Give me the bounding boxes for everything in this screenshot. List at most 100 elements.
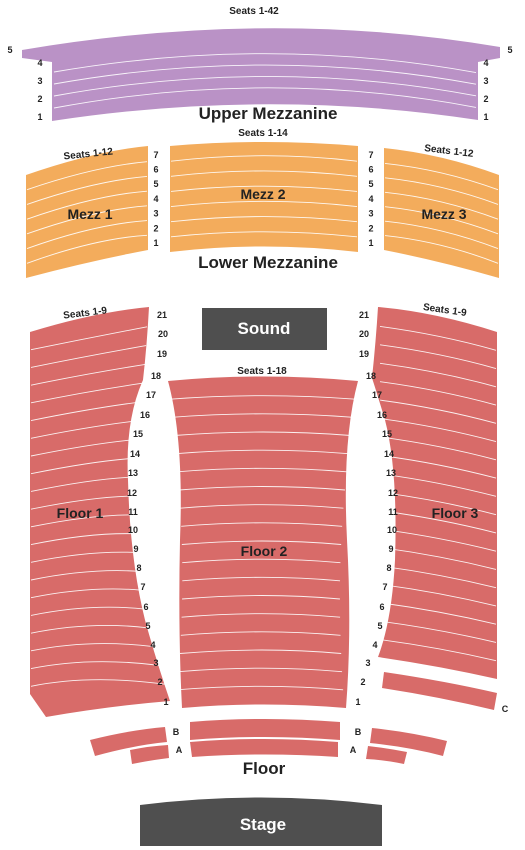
- floor-2-row-line: [179, 649, 342, 654]
- floor-row-label-left: 12: [127, 488, 137, 498]
- front-row-a-right[interactable]: [366, 746, 407, 764]
- upper-row-label-left: 1: [37, 112, 42, 122]
- section-floor-2[interactable]: [168, 376, 358, 709]
- floor-row-label-left: 15: [133, 429, 143, 439]
- labels-layer: Seats 1-42 Upper Mezzanine Seats 1-14 Se…: [7, 6, 512, 834]
- front-row-b-left[interactable]: [90, 727, 167, 756]
- upper-row-line: [53, 64, 477, 85]
- mezz-2-row-line: [170, 216, 358, 223]
- upper-row-label-left: 4: [37, 58, 42, 68]
- floor-1-row-line: [30, 420, 137, 439]
- mezz-1-label: Mezz 1: [67, 206, 112, 222]
- sections-layer: [22, 28, 500, 846]
- lower-row-label-left: 2: [153, 223, 158, 233]
- front-row-a-left[interactable]: [130, 745, 169, 764]
- upper-row-label-left: 3: [37, 76, 42, 86]
- stage-label: Stage: [240, 815, 286, 834]
- floor-3-row-line: [379, 344, 497, 369]
- floor-row-label-right: 5: [377, 621, 382, 631]
- lower-row-label-right: 5: [368, 179, 373, 189]
- mezz-3-label: Mezz 3: [421, 206, 466, 222]
- lower-row-label-right: 4: [368, 194, 373, 204]
- upper-row-label-right: 2: [483, 94, 488, 104]
- floor-row-label-right: 3: [365, 658, 370, 668]
- section-mezz-1[interactable]: [26, 146, 148, 278]
- floor-row-label-left: 3: [153, 658, 158, 668]
- front-row-b-right[interactable]: [370, 728, 447, 756]
- mezz-1-row-line: [26, 190, 148, 220]
- floor-2-row-line: [172, 413, 354, 418]
- floor-row-label-left: 5: [145, 621, 150, 631]
- row-c-label: C: [502, 704, 509, 714]
- floor-1-row-line: [30, 661, 160, 670]
- lower-row-label-right: 1: [368, 238, 373, 248]
- front-row-b-center[interactable]: [190, 719, 340, 740]
- upper-row-line: [53, 87, 477, 109]
- floor-row-label-left: 16: [140, 410, 150, 420]
- section-floor-1[interactable]: [30, 307, 170, 717]
- floor-2-row-line: [182, 558, 341, 564]
- section-mezz-2[interactable]: [170, 142, 358, 252]
- floor-3-row-line: [379, 583, 497, 607]
- sound-booth: [202, 308, 327, 350]
- upper-row-label-right: 4: [483, 58, 488, 68]
- floor-3-row-line: [379, 639, 497, 662]
- row-lines-layer: [26, 53, 499, 691]
- sound-label: Sound: [238, 319, 291, 338]
- lower-row-label-left: 1: [153, 238, 158, 248]
- lower-row-label-left: 6: [153, 165, 158, 175]
- floor-2-row-line: [177, 467, 347, 473]
- floor-2-row-line: [174, 431, 351, 436]
- floor-2-row-line: [181, 613, 341, 618]
- floor-row-label-left: 21: [157, 310, 167, 320]
- mezz-3-row-line: [384, 235, 499, 264]
- upper-row-label-left: 2: [37, 94, 42, 104]
- floor-2-row-line: [182, 595, 340, 600]
- mezz-1-row-line: [26, 175, 148, 205]
- floor-1-row-line: [30, 588, 142, 599]
- floor-2-row-line: [178, 667, 343, 673]
- floor-row-label-right: 11: [388, 507, 398, 517]
- mezz-3-row-line: [384, 191, 499, 220]
- floor-2-row-line: [182, 576, 341, 582]
- floor-row-label-right: 7: [382, 582, 387, 592]
- floor-1-row-line: [30, 624, 148, 634]
- front-row-a-center[interactable]: [190, 739, 338, 757]
- floor-3-row-line: [379, 436, 497, 461]
- floor-3-row-line: [379, 565, 497, 589]
- lower-row-label-left: 7: [153, 150, 158, 160]
- lower-row-label-left: 3: [153, 209, 158, 219]
- mezz-3-row-line: [384, 177, 499, 205]
- mezz-1-row-line: [26, 161, 148, 191]
- floor-3-row-line: [379, 528, 497, 552]
- mezz-2-row-line: [170, 200, 358, 208]
- floor-3-row-line: [379, 602, 497, 625]
- floor-row-label-left: 19: [157, 349, 167, 359]
- floor-3-row-line: [379, 381, 497, 406]
- floor-1-row-line: [30, 363, 146, 386]
- section-floor-3-row-c[interactable]: [382, 672, 497, 710]
- lower-row-label-right: 2: [368, 223, 373, 233]
- mezz-2-row-line: [170, 170, 358, 177]
- floor-row-label-right: 1: [355, 697, 360, 707]
- upper-mezzanine-seats-label: Seats 1-42: [229, 6, 279, 17]
- floor-2-label: Floor 2: [241, 543, 288, 559]
- floor-row-label-right: 2: [360, 677, 365, 687]
- front-row-label-left: B: [173, 727, 180, 737]
- upper-row-line: [53, 53, 477, 74]
- floor-3-row-line: [379, 620, 497, 643]
- mezz-1-row-line: [26, 220, 148, 249]
- floor-3-row-line: [379, 547, 497, 570]
- section-upper-mezzanine[interactable]: [22, 28, 500, 122]
- upper-mezzanine-label: Upper Mezzanine: [199, 104, 338, 123]
- section-floor-3[interactable]: [372, 307, 497, 679]
- floor-3-label: Floor 3: [432, 505, 479, 521]
- floor-1-row-line: [30, 495, 130, 510]
- floor-label: Floor: [243, 759, 286, 778]
- floor-1-row-line: [30, 570, 139, 581]
- floor-3-row-line: [379, 510, 497, 534]
- floor-row-label-left: 2: [157, 677, 162, 687]
- upper-row-label-right: 3: [483, 76, 488, 86]
- floor-3-row-line: [379, 325, 497, 351]
